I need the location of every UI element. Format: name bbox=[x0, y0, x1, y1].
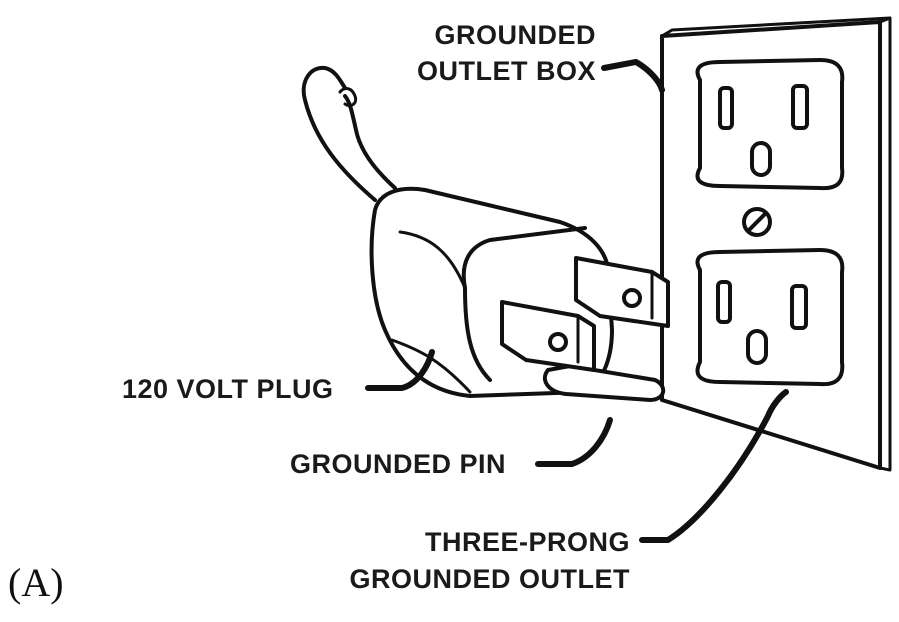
lower-hot-slot bbox=[716, 280, 732, 324]
outlet-box-leader bbox=[601, 59, 665, 93]
lower-ground-hole bbox=[746, 329, 768, 365]
lower-receptacle bbox=[695, 248, 845, 387]
upper-neutral-slot bbox=[791, 84, 809, 130]
outlet-box-label-line1: GROUNDED bbox=[434, 20, 596, 50]
lower-blade bbox=[500, 300, 596, 372]
outlet-label-line1: THREE-PRONG bbox=[425, 527, 630, 557]
outlet-label-line2: GROUNDED OUTLET bbox=[350, 564, 631, 594]
outlet-box-label-line2: OUTLET BOX bbox=[417, 56, 596, 86]
lower-neutral-slot bbox=[790, 284, 808, 330]
upper-ground-hole bbox=[750, 141, 772, 177]
upper-receptacle bbox=[695, 58, 845, 191]
plug-leader bbox=[365, 349, 435, 391]
plug-label: 120 VOLT PLUG bbox=[122, 374, 334, 404]
grounded-pin-label: GROUNDED PIN bbox=[290, 449, 506, 479]
grounded-pin-leader bbox=[535, 417, 613, 467]
power-cord bbox=[301, 65, 397, 202]
grounded-pin bbox=[542, 364, 666, 402]
panel-label: (A) bbox=[8, 560, 64, 605]
upper-hot-slot bbox=[718, 86, 734, 130]
center-screw bbox=[742, 207, 772, 237]
upper-blade bbox=[574, 256, 670, 328]
outlet-leader bbox=[639, 389, 789, 543]
